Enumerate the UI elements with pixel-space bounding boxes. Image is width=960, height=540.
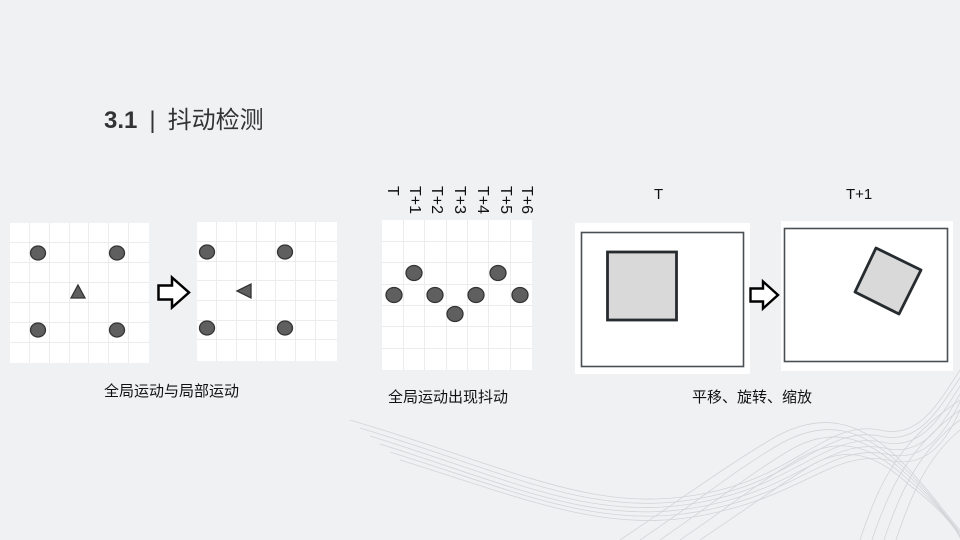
caption-jitter: 全局运动出现抖动 <box>388 389 509 406</box>
dot-marker <box>198 244 216 260</box>
frame-label: T+1 <box>406 186 423 215</box>
square-shape <box>606 250 678 322</box>
frame-label: T+3 <box>451 186 468 215</box>
dot-marker <box>489 264 507 282</box>
frame-t1-figure <box>781 221 953 371</box>
frame-label: T <box>384 186 401 196</box>
frame-label: T+6 <box>518 186 535 215</box>
dot-marker <box>405 264 423 282</box>
caption-transform: 平移、旋转、缩放 <box>692 389 813 406</box>
frame-label: T+5 <box>497 186 514 215</box>
rotated-square-shape <box>853 246 923 316</box>
dot-marker <box>276 244 294 260</box>
dot-marker <box>108 245 126 261</box>
dot-marker <box>29 322 47 338</box>
section-number: 3.1 <box>104 107 138 134</box>
dot-marker <box>446 305 464 323</box>
title-text: 抖动检测 <box>167 107 264 134</box>
slide-title: 3.1 | 抖动检测 <box>104 100 264 135</box>
frame-t-label: T <box>654 186 664 203</box>
dot-marker <box>198 320 216 336</box>
triangle-left-marker <box>235 282 252 300</box>
jitter-grid-figure <box>382 220 532 370</box>
triangle-up-marker <box>69 283 87 299</box>
dot-marker <box>467 286 485 304</box>
dot-marker <box>511 286 529 304</box>
grid-after-figure <box>197 222 337 361</box>
dot-marker <box>385 286 403 304</box>
frame-t1-label: T+1 <box>846 186 873 203</box>
dot-marker <box>108 322 126 338</box>
frame-t-figure <box>575 223 750 374</box>
frame-label: T+2 <box>428 186 445 215</box>
caption-global-local: 全局运动与局部运动 <box>104 383 240 400</box>
title-separator: | <box>149 107 156 134</box>
grid-before-figure <box>10 223 149 363</box>
dot-marker <box>426 286 444 304</box>
arrow-right-icon <box>157 274 191 311</box>
arrow-right-icon <box>749 278 780 312</box>
dot-marker <box>276 320 294 336</box>
dot-marker <box>29 245 47 261</box>
frame-label: T+4 <box>474 186 491 215</box>
